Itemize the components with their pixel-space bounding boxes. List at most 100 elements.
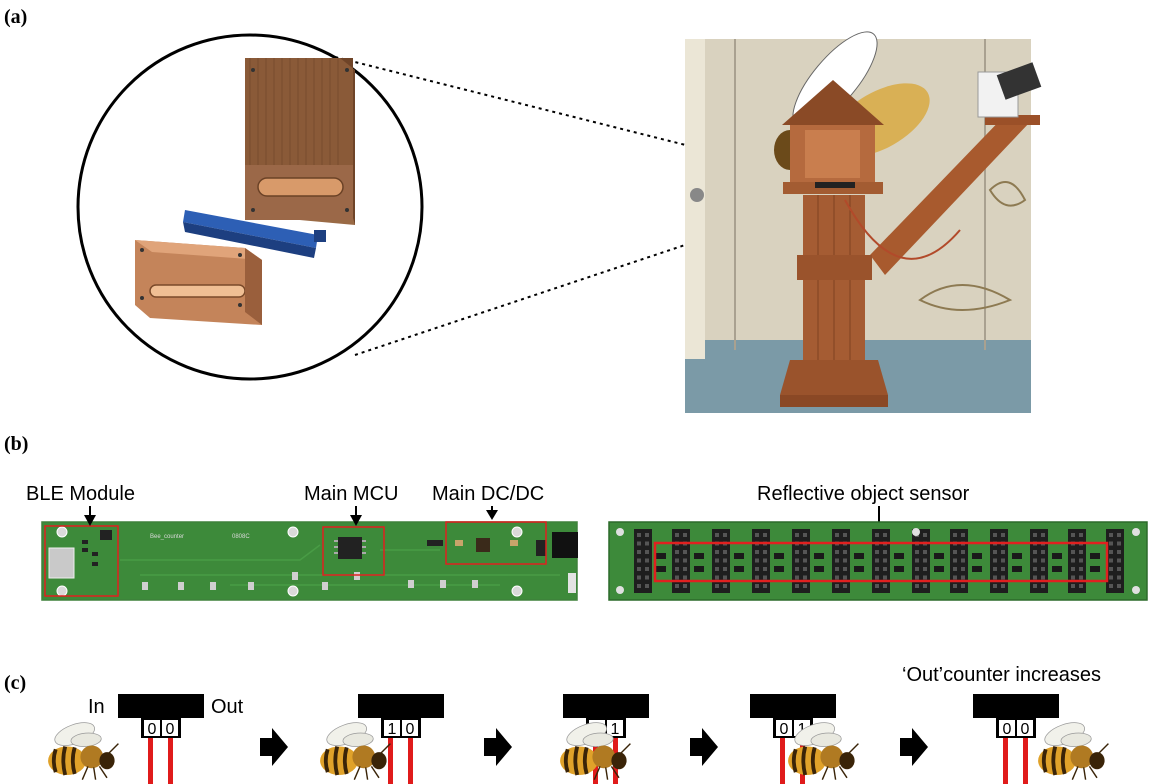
pcb-silk-name: Bee_counter: [150, 534, 184, 540]
mount-hole: [616, 528, 624, 536]
reflective-sensor: [734, 553, 744, 559]
bee-image: [46, 716, 121, 782]
sensor-pcb: [608, 521, 1148, 601]
sensor-left-window: [776, 720, 792, 736]
sensor-left-value: 1: [388, 721, 397, 738]
dcdc-highlight-box: [445, 521, 547, 565]
sensor-right-window: [607, 720, 623, 736]
sensor-state-3: 11: [558, 694, 649, 784]
main-dcdc-label: Main DC/DC: [432, 483, 545, 505]
reflective-sensor: [854, 553, 864, 559]
sensor-connector: [1030, 529, 1048, 593]
sensor-beam-left: [780, 738, 785, 784]
main-mcu-label: Main MCU: [304, 483, 399, 505]
ble-highlight-box: [44, 525, 119, 597]
bee-image: [1036, 716, 1111, 782]
sensor-housing: [118, 694, 204, 718]
reflective-sensor-label: Reflective object sensor: [757, 483, 970, 505]
ble-module-label: BLE Module: [26, 483, 135, 505]
sensor-beam-left: [388, 738, 393, 784]
sensor-housing: [750, 694, 836, 718]
sensor-right-window: [1017, 720, 1033, 736]
mount-hole: [1132, 586, 1140, 594]
mcu-highlight-box: [322, 526, 385, 576]
reflective-sensor: [656, 566, 666, 572]
sensor-left-value: 0: [780, 721, 789, 738]
reflective-sensor: [656, 553, 666, 559]
sensor-right-value: 0: [1021, 721, 1030, 738]
sensor-left-window: [384, 720, 400, 736]
reflective-sensor: [1090, 566, 1100, 572]
sensor-left-value: 0: [148, 721, 157, 738]
sensor-connector: [634, 529, 652, 593]
sensor-beam-left: [148, 738, 153, 784]
reflective-sensor: [972, 553, 982, 559]
sensor-housing: [563, 694, 649, 718]
sensor-right-value: 1: [611, 721, 620, 738]
sensor-right-value: 0: [406, 721, 415, 738]
reflective-sensor: [814, 553, 824, 559]
sensor-beam-right: [168, 738, 173, 784]
reflective-sensor: [934, 553, 944, 559]
reflective-sensor: [1012, 553, 1022, 559]
sensor-connector: [872, 529, 890, 593]
reflective-sensor: [854, 566, 864, 572]
blue-sensor-board: [183, 210, 326, 258]
reflective-sensor: [814, 566, 824, 572]
pcb-silk-rev: 0808C: [232, 534, 250, 540]
reflective-sensor: [1012, 566, 1022, 572]
reflective-sensor: [774, 553, 784, 559]
reflective-sensor: [934, 566, 944, 572]
sensor-connector: [912, 529, 930, 593]
in-label: In: [88, 696, 105, 718]
panel-c-label: (c): [4, 672, 27, 694]
panel-a-label: (a): [4, 6, 28, 28]
mount-hole: [616, 586, 624, 594]
reflective-sensor: [894, 553, 904, 559]
reflective-sensor: [1090, 553, 1100, 559]
sensor-beam-right: [1023, 738, 1028, 784]
sensor-beam-right: [408, 738, 413, 784]
sensor-connectors: [616, 528, 1140, 594]
sensor-state-4: 01: [750, 694, 861, 784]
out-counter-label: ‘Out’counter increases: [902, 664, 1101, 686]
sensor-connector: [1068, 529, 1086, 593]
sequence-arrow: [900, 728, 928, 766]
sensor-connector: [672, 529, 690, 593]
main-pcb: Bee_counter 0808C: [41, 521, 578, 601]
sequence-arrow: [690, 728, 718, 766]
sensor-connector: [950, 529, 968, 593]
mount-hole: [1132, 528, 1140, 536]
sensor-housing: [973, 694, 1059, 718]
mount-hole: [912, 528, 920, 536]
hive-photo: [685, 31, 1042, 413]
wood-plate-tall: [245, 58, 355, 225]
sensor-housing: [358, 694, 444, 718]
sensor-left-window: [144, 720, 160, 736]
reflective-sensor: [1052, 566, 1062, 572]
reflective-sensor: [694, 553, 704, 559]
reflective-sensor: [1052, 553, 1062, 559]
sequence-arrow: [484, 728, 512, 766]
sensor-connector: [832, 529, 850, 593]
reflective-sensor: [972, 566, 982, 572]
sensor-beam-left: [1003, 738, 1008, 784]
reflective-sensor: [734, 566, 744, 572]
sensor-right-value: 0: [166, 721, 175, 738]
sensor-right-window: [162, 720, 178, 736]
reflective-sensor: [694, 566, 704, 572]
panel-b-label: (b): [4, 433, 29, 455]
sensor-connector: [1106, 529, 1124, 593]
sequence-arrow: [260, 728, 288, 766]
sensor-right-window: [402, 720, 418, 736]
reflective-sensor: [894, 566, 904, 572]
bee-image: [318, 716, 393, 782]
wood-block-small: [135, 240, 262, 325]
sensor-highlight-box: [653, 541, 1109, 583]
